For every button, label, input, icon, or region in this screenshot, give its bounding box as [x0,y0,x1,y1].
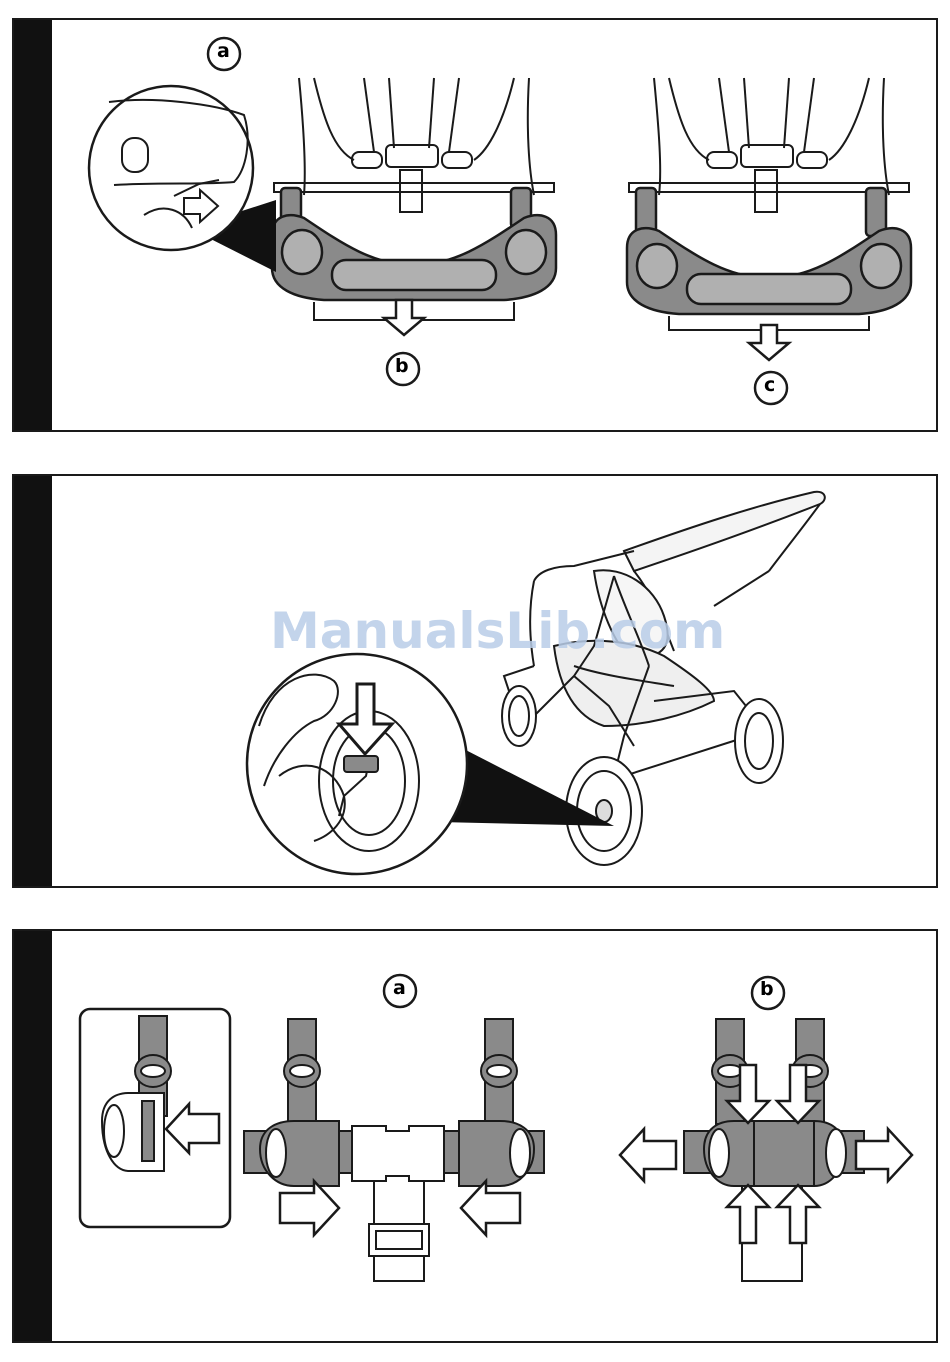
label-a: a [217,40,230,62]
panel-step-2: ManualsLib.com [12,474,938,888]
watermark: ManualsLib.com [270,602,725,660]
harness-buckle-illustration [14,931,936,1341]
left-arrow-icon [461,1181,520,1235]
label-b: b [760,978,774,1000]
label-b: b [395,355,409,377]
panel-step-3: a b [12,929,938,1343]
panel-step-1: a b c [12,18,938,432]
label-c: c [764,374,775,396]
right-arrow-icon [280,1181,339,1235]
stroller-brake-illustration [14,476,936,886]
left-arrow-icon [620,1129,676,1181]
bumper-bar-removal-illustration [14,20,936,430]
down-arrow-icon [384,300,424,335]
label-a: a [393,977,406,999]
